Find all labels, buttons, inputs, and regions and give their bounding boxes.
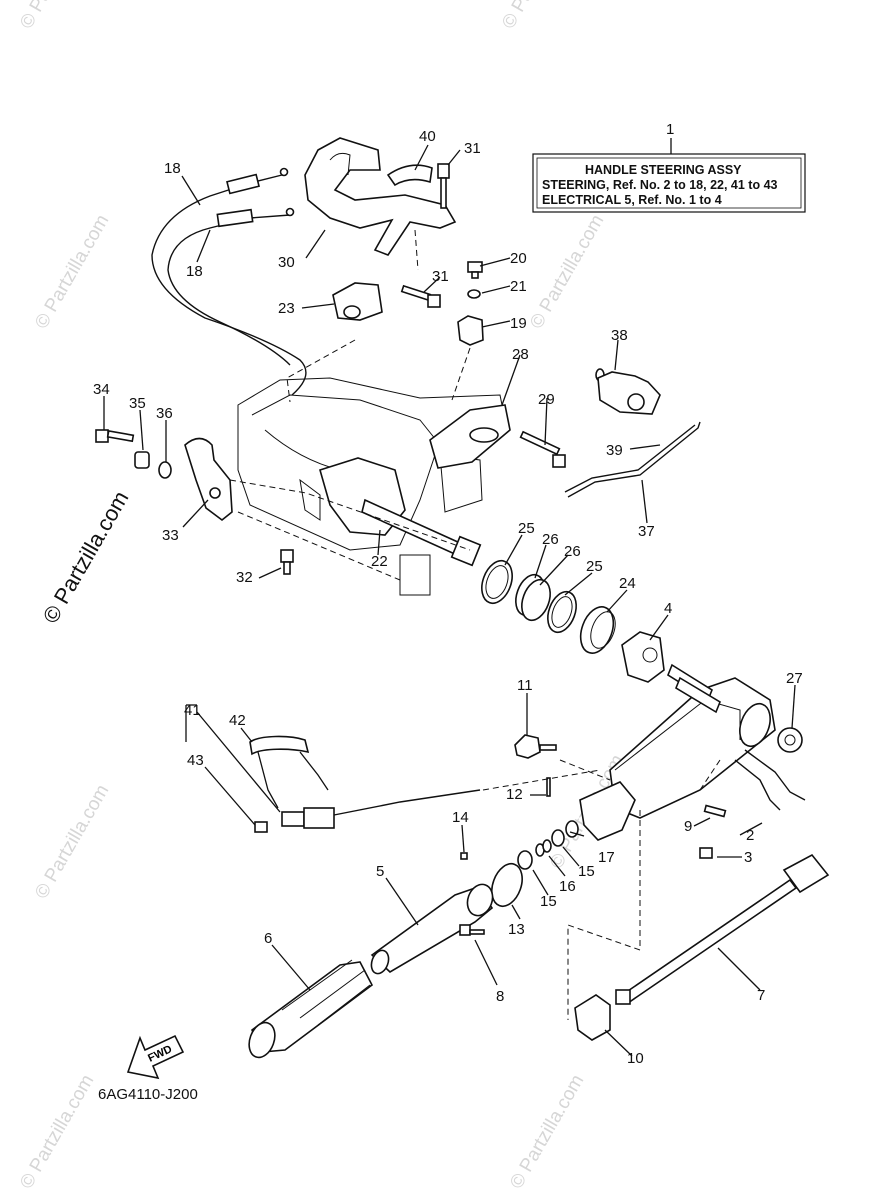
stop-switch-lanyard [249, 735, 481, 833]
callout-14: 14 [452, 809, 469, 826]
rings-25-26-24 [481, 559, 616, 654]
callout-39: 39 [606, 442, 623, 459]
watermark-bottom: © Partzilla.com [506, 1071, 588, 1192]
callout-33: 33 [162, 527, 179, 544]
callout-13: 13 [508, 921, 525, 938]
callout-43: 43 [187, 752, 204, 769]
screw-8 [459, 924, 485, 936]
callout-24: 24 [619, 575, 636, 592]
parts-13-to-17 [460, 820, 579, 908]
callout-41: 41 [184, 702, 201, 719]
callout-23: 23 [278, 300, 295, 317]
watermark-mid-left: © Partzilla.com [31, 211, 113, 332]
callout-32: 32 [236, 569, 253, 586]
callout-29: 29 [538, 391, 555, 408]
callout-25-a: 25 [518, 520, 535, 537]
bolt-31-lower [400, 284, 441, 308]
bracket-30 [304, 137, 457, 256]
watermark-low-left: © Partzilla.com [31, 781, 113, 902]
bolt-29 [519, 430, 566, 468]
callout-19: 19 [510, 315, 527, 332]
callout-15-a: 15 [540, 893, 557, 910]
callout-5: 5 [376, 863, 384, 880]
screw-32 [280, 549, 294, 575]
callout-9: 9 [684, 818, 692, 835]
callout-12: 12 [506, 786, 523, 803]
callout-1: 1 [666, 121, 674, 138]
callout-38: 38 [611, 327, 628, 344]
callout-30: 30 [278, 254, 295, 271]
callout-11: 11 [517, 677, 533, 694]
callout-10: 10 [627, 1050, 644, 1067]
nut-27 [777, 727, 803, 753]
throttle-cables [151, 167, 307, 396]
throttle-grip-5 [370, 883, 494, 975]
callout-21: 21 [510, 278, 527, 295]
bolt-34-35-36 [95, 429, 172, 479]
legend-line-electrical: ELECTRICAL 5, Ref. No. 1 to 4 [542, 193, 722, 207]
callout-numbers: 2 3 4 5 6 7 8 9 10 11 12 13 14 15 15 16 … [93, 128, 803, 1067]
watermark-top-right: © Partzilla.com [498, 0, 580, 33]
callout-15-b: 15 [578, 863, 595, 880]
drawing-code: 6AG4110-J200 [98, 1086, 198, 1103]
callout-27: 27 [786, 670, 803, 687]
callout-22: 22 [371, 553, 388, 570]
lever-33 [184, 437, 233, 522]
screw-11-12 [514, 734, 557, 797]
callout-35: 35 [129, 395, 146, 412]
partzilla-watermark: © Partzilla.com [38, 487, 134, 628]
shaft-22 [361, 498, 482, 567]
callout-16: 16 [559, 878, 576, 895]
bushing-4 [621, 631, 665, 683]
fwd-arrow-icon: FWD [126, 1034, 185, 1080]
cover-28 [429, 404, 511, 469]
callout-36: 36 [156, 405, 173, 422]
callout-25-b: 25 [586, 558, 603, 575]
callout-4: 4 [664, 600, 672, 617]
callout-28: 28 [512, 346, 529, 363]
wire-37-39 [564, 368, 701, 498]
callout-31-b: 31 [432, 268, 449, 285]
watermark-top-left: © Partzilla.com [16, 0, 98, 33]
legend-line-steering: STEERING, Ref. No. 2 to 18, 22, 41 to 43 [542, 178, 778, 192]
shift-cable-7 [615, 853, 830, 1005]
callout-40: 40 [419, 128, 436, 145]
callout-3: 3 [744, 849, 752, 866]
watermark-bottom-left: © Partzilla.com [16, 1071, 98, 1192]
callout-18-b: 18 [186, 263, 203, 280]
grip-6 [248, 959, 374, 1059]
legend-title: HANDLE STEERING ASSY [585, 163, 742, 177]
callout-34: 34 [93, 381, 110, 398]
bushing-20-21-19 [457, 261, 484, 346]
steering-handle-2 [579, 663, 806, 859]
grommet-23 [332, 282, 383, 321]
callout-7: 7 [757, 987, 765, 1004]
callout-18-a: 18 [164, 160, 181, 177]
callout-17: 17 [598, 849, 615, 866]
assembly-legend: 1 HANDLE STEERING ASSY STEERING, Ref. No… [532, 121, 806, 213]
callout-20: 20 [510, 250, 527, 267]
callout-6: 6 [264, 930, 272, 947]
callout-37: 37 [638, 523, 655, 540]
leader-lines [103, 144, 796, 1057]
callout-26-a: 26 [542, 531, 559, 548]
callout-26-b: 26 [564, 543, 581, 560]
clip-10 [574, 994, 611, 1041]
alignment-dashes [229, 229, 721, 1020]
callout-31-a: 31 [464, 140, 481, 157]
callout-2: 2 [746, 827, 754, 844]
bolt-31-upper [437, 163, 450, 209]
watermark-mid-right: © Partzilla.com [526, 211, 608, 332]
callout-8: 8 [496, 988, 504, 1005]
callout-42: 42 [229, 712, 246, 729]
